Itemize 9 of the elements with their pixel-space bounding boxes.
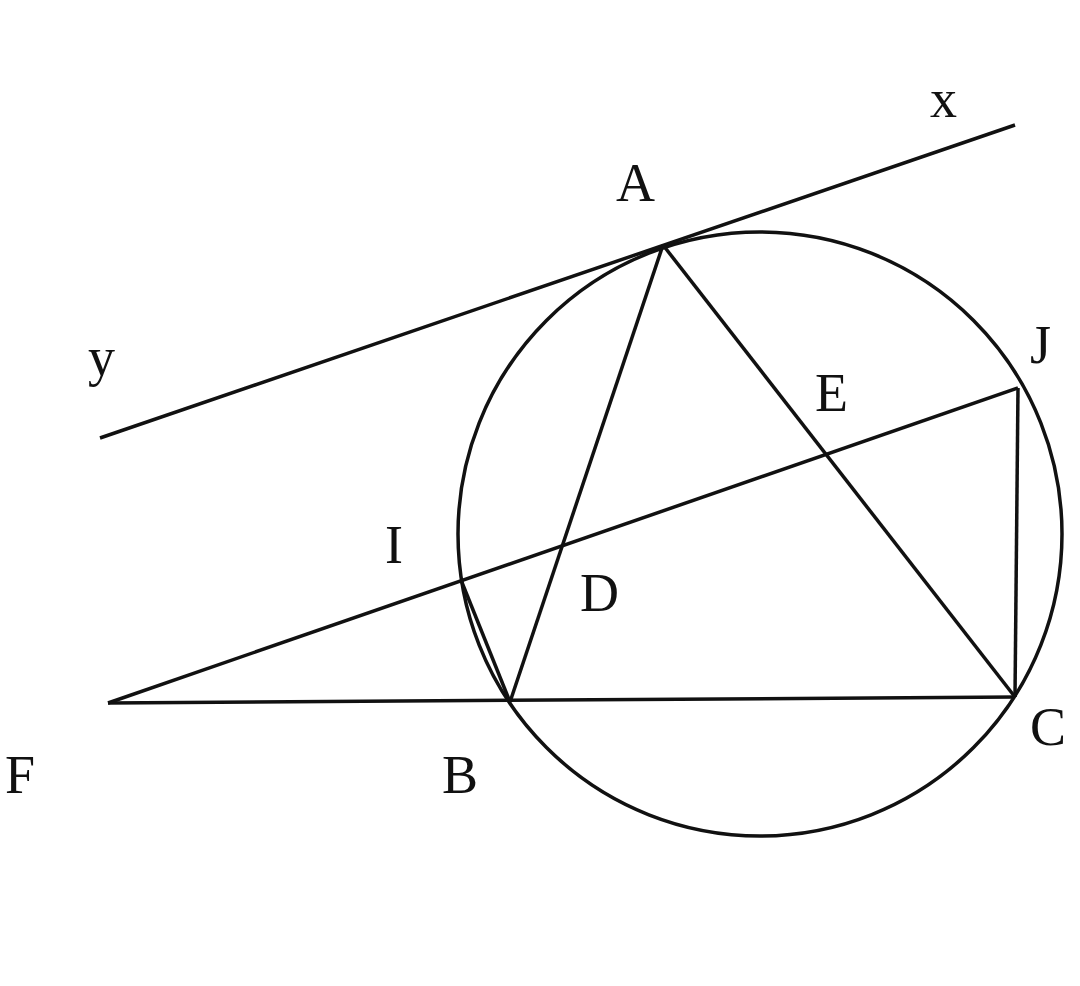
point-label: B xyxy=(442,748,479,802)
point-label: E xyxy=(815,366,848,420)
point-label: D xyxy=(580,566,619,620)
point-label: J xyxy=(1030,318,1051,372)
point-label: C xyxy=(1030,700,1067,754)
point-label: A xyxy=(616,156,655,210)
point-label: F xyxy=(5,748,36,802)
point-label: x xyxy=(930,72,957,126)
point-label: I xyxy=(385,518,403,572)
